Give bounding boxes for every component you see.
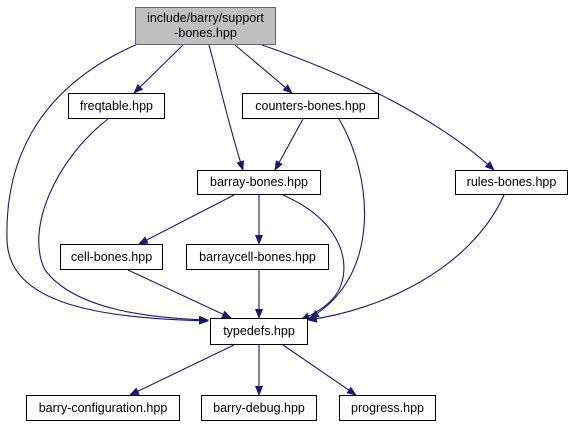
node-barray-bones[interactable]: barray-bones.hpp	[197, 170, 321, 195]
node-freqtable[interactable]: freqtable.hpp	[68, 93, 165, 119]
edge-rules-bones-to-typedefs	[307, 194, 505, 323]
node-cell-bones-label: cell-bones.hpp	[70, 249, 153, 264]
edge-freqtable-to-typedefs	[38, 118, 209, 324]
node-barraycell-bones[interactable]: barraycell-bones.hpp	[186, 244, 329, 270]
edge-root-to-typedefs	[6, 42, 209, 325]
node-rules-bones[interactable]: rules-bones.hpp	[455, 170, 568, 195]
node-freqtable-label: freqtable.hpp	[80, 98, 153, 113]
node-root-support-bones[interactable]: include/barry/support -bones.hpp	[135, 7, 276, 45]
node-barry-debug-label: barry-debug.hpp	[213, 400, 305, 415]
node-typedefs-label: typedefs.hpp	[223, 324, 295, 338]
node-barry-configuration[interactable]: barry-configuration.hpp	[26, 395, 180, 421]
node-typedefs[interactable]: typedefs.hpp	[210, 318, 308, 345]
node-root-line2: -bones.hpp	[174, 26, 237, 40]
node-barraycell-bones-label: barraycell-bones.hpp	[199, 249, 316, 264]
node-root-line1: include/barry/support	[147, 11, 264, 25]
edge-root-to-counters-bones	[234, 44, 293, 94]
edge-cell-bones-to-typedefs	[127, 269, 232, 319]
node-counters-bones[interactable]: counters-bones.hpp	[242, 93, 379, 119]
edge-root-to-barray-bones	[208, 44, 245, 171]
edge-counters-bones-to-typedefs	[309, 118, 366, 319]
edge-barray-bones-to-cell-bones	[138, 194, 235, 245]
node-rules-bones-label: rules-bones.hpp	[466, 175, 557, 189]
node-barry-configuration-label: barry-configuration.hpp	[38, 400, 168, 415]
node-cell-bones[interactable]: cell-bones.hpp	[60, 244, 163, 270]
node-progress-label: progress.hpp	[351, 400, 424, 415]
edge-root-to-freqtable	[133, 44, 184, 94]
edge-counters-bones-to-barray-bones	[274, 118, 304, 171]
node-barray-bones-label: barray-bones.hpp	[210, 175, 308, 189]
node-progress[interactable]: progress.hpp	[339, 395, 436, 421]
edge-typedefs-to-barry-configuration	[129, 344, 235, 396]
edge-typedefs-to-progress	[282, 344, 357, 396]
node-barry-debug[interactable]: barry-debug.hpp	[201, 395, 317, 421]
edge-root-to-rules-bones	[261, 44, 495, 171]
node-counters-bones-label: counters-bones.hpp	[255, 98, 366, 113]
edge-barray-bones-to-typedefs	[282, 194, 345, 321]
